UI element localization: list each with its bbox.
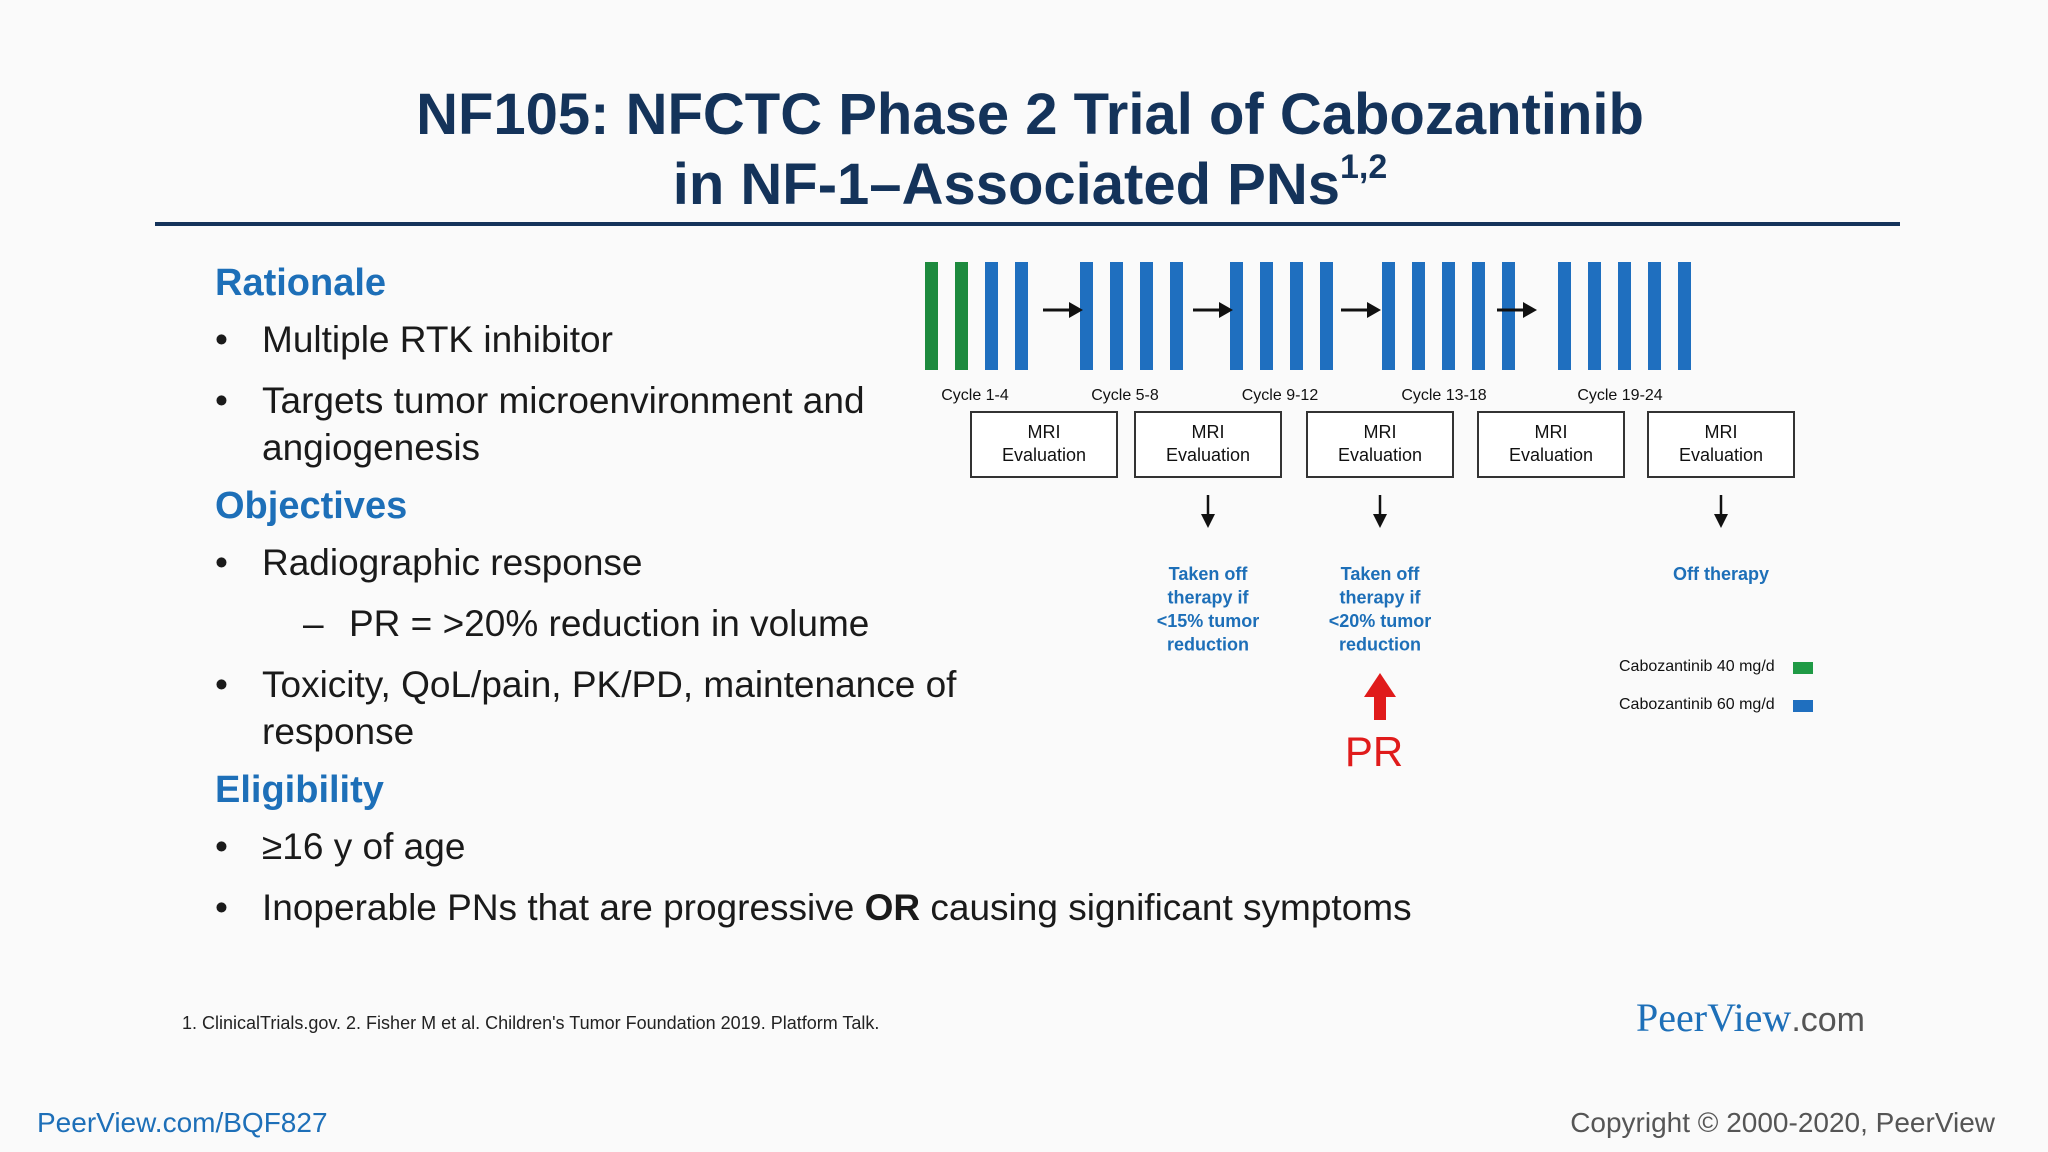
legend-swatch-60 (1793, 700, 1813, 712)
eligibility-bullet-2: Inoperable PNs that are progressive OR c… (215, 884, 1565, 931)
legend-swatch-40 (1793, 662, 1813, 674)
eligibility-bullet-2-bold: OR (864, 887, 921, 928)
legend-label-40: Cabozantinib 40 mg/d (1619, 658, 1775, 675)
eligibility-bullet-1: ≥16 y of age (215, 823, 1565, 870)
copyright-text: Copyright © 2000-2020, PeerView (1570, 1107, 1995, 1138)
peerview-logo: PeerView.com (1636, 994, 1865, 1041)
cycle-label-5: Cycle 19-24 (1577, 387, 1662, 404)
eligibility-heading: Eligibility (215, 769, 384, 811)
dose-bar-5-5 (1678, 262, 1691, 370)
objectives-subbullet: – PR = >20% reduction in volume (215, 600, 1565, 647)
title-divider (155, 222, 1900, 226)
mri-box-text-5-2: Evaluation (1679, 445, 1763, 465)
eligibility-list: ≥16 y of age Inoperable PNs that are pro… (215, 823, 1565, 931)
mri-box-text-5-1: MRI (1705, 422, 1738, 442)
title-line-1: NF105: NFCTC Phase 2 Trial of Cabozantin… (416, 82, 1644, 147)
dose-bar-5-3 (1618, 262, 1631, 370)
content-column: Rationale Multiple RTK inhibitor Targets… (215, 258, 1565, 931)
rationale-bullet-2: Targets tumor microenvironment and angio… (215, 377, 882, 471)
rationale-heading: Rationale (215, 262, 387, 304)
rationale-list: Multiple RTK inhibitor Targets tumor mic… (215, 316, 1565, 471)
rationale-bullet-1: Multiple RTK inhibitor (215, 316, 1565, 363)
slide-title: NF105: NFCTC Phase 2 Trial of Cabozantin… (160, 80, 1900, 220)
mri-box-5 (1647, 411, 1795, 478)
references-footnote: 1. ClinicalTrials.gov. 2. Fisher M et al… (182, 1013, 880, 1033)
dose-bar-5-2 (1588, 262, 1601, 370)
legend-label-60: Cabozantinib 60 mg/d (1619, 696, 1775, 713)
outcome-text-3-1: Off therapy (1673, 564, 1769, 584)
objectives-subbullet-text: PR = >20% reduction in volume (349, 603, 870, 644)
rationale-bullet-2-text: Targets tumor microenvironment and angio… (262, 380, 865, 468)
objectives-heading: Objectives (215, 485, 408, 527)
dose-bar-5-4 (1648, 262, 1661, 370)
outcome-arrow-head-3 (1714, 514, 1728, 528)
logo-main-text: PeerView (1636, 995, 1792, 1040)
objectives-list-2: Toxicity, QoL/pain, PK/PD, maintenance o… (215, 661, 1565, 755)
objectives-bullet-1: Radiographic response (215, 539, 1565, 586)
eligibility-bullet-2-post: causing significant symptoms (920, 887, 1412, 928)
title-line-2: in NF-1–Associated PNs (672, 152, 1340, 217)
objectives-bullet-2-text: Toxicity, QoL/pain, PK/PD, maintenance o… (262, 664, 957, 752)
logo-suffix: .com (1791, 1001, 1865, 1039)
subbullet-dash-glyph: – (303, 603, 324, 644)
objectives-list: Radiographic response (215, 539, 1565, 586)
objectives-bullet-2: Toxicity, QoL/pain, PK/PD, maintenance o… (215, 661, 982, 755)
title-superscript: 1,2 (1339, 148, 1388, 186)
program-link[interactable]: PeerView.com/BQF827 (37, 1107, 328, 1138)
eligibility-bullet-2-pre: Inoperable PNs that are progressive (262, 887, 865, 928)
